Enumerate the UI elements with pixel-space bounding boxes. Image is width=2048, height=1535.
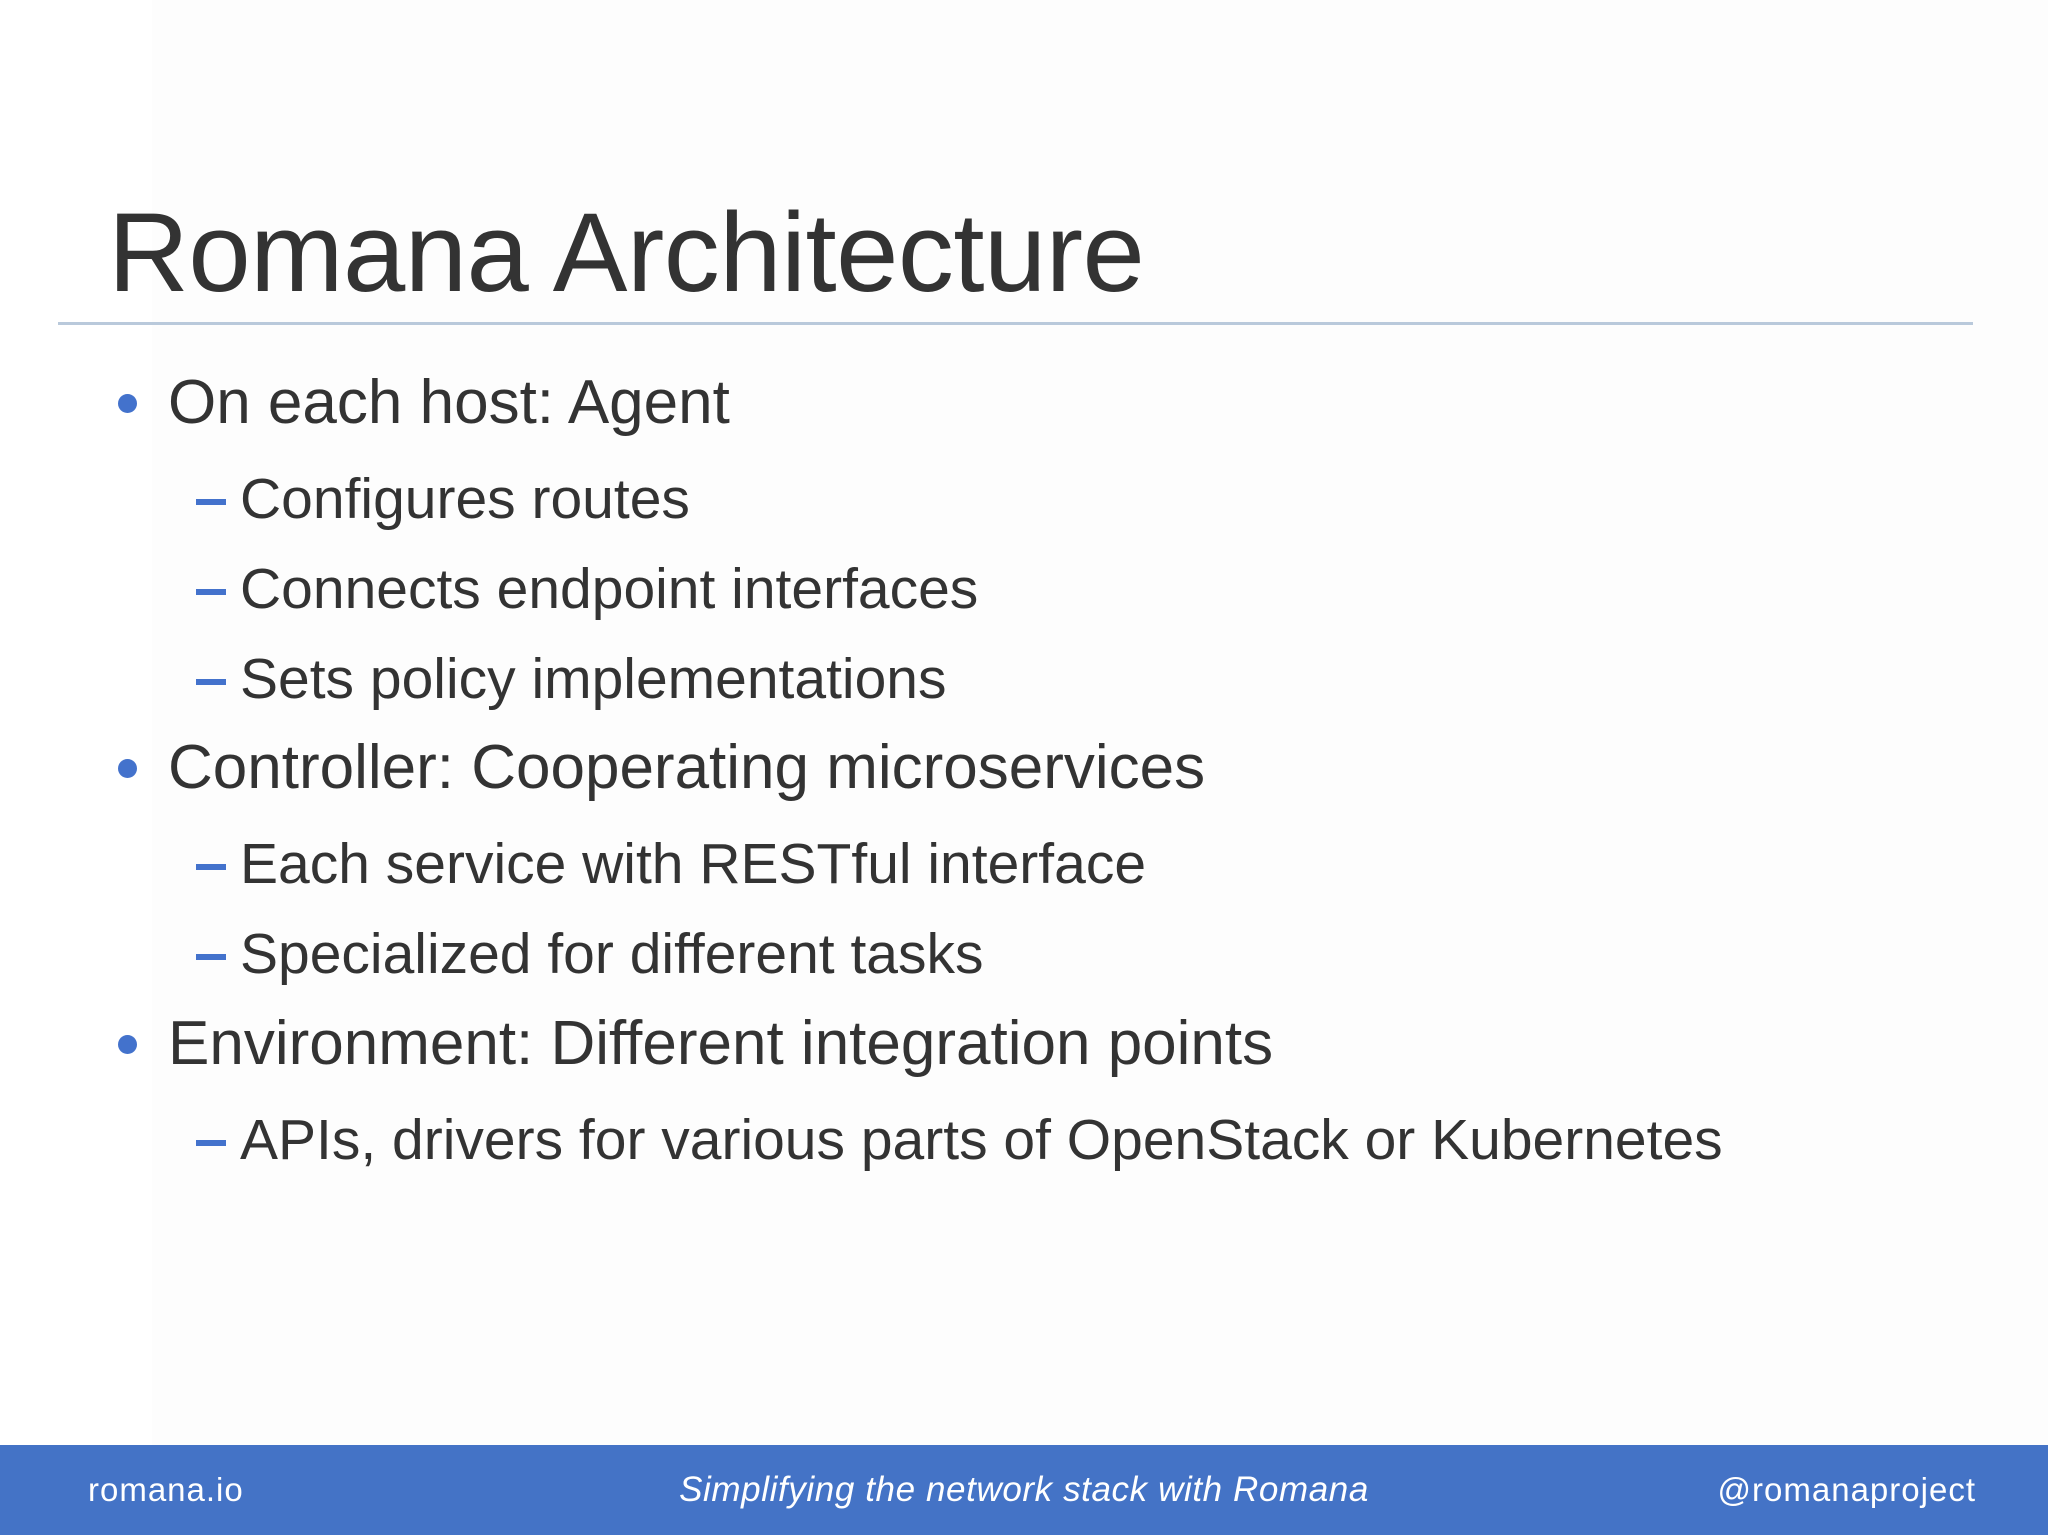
list-item: Environment: Different integration point…: [0, 1013, 2048, 1075]
dash-bullet-icon: [196, 1140, 226, 1147]
dash-bullet-icon: [196, 678, 226, 685]
list-item: APIs, drivers for various parts of OpenS…: [0, 1108, 2048, 1173]
footer-twitter-handle[interactable]: @romanaproject: [1717, 1471, 1976, 1508]
dash-bullet-icon: [196, 954, 226, 961]
background-panel: [0, 0, 152, 1445]
list-item-label: Each service with RESTful interface: [240, 832, 1147, 897]
list-item-label: Environment: Different integration point…: [168, 1009, 1274, 1079]
list-item: Each service with RESTful interface: [0, 833, 2048, 897]
list-item: On each host: Agent: [0, 372, 2048, 434]
list-item-label: Specialized for different tasks: [240, 922, 984, 987]
list-item-label: Controller: Cooperating microservices: [168, 733, 1206, 803]
disc-bullet-icon: [118, 759, 137, 779]
title-divider: [58, 322, 1973, 325]
list-item-label: Configures routes: [240, 467, 690, 531]
dash-bullet-icon: [196, 499, 226, 505]
list-item: Specialized for different tasks: [0, 922, 2048, 987]
dash-bullet-icon: [196, 588, 226, 595]
footer-tagline: Simplifying the network stack with Roman…: [679, 1470, 1369, 1509]
page-title: Romana Architecture: [108, 190, 1145, 316]
bullet-list: On each host: Agent Configures routes Co…: [0, 372, 2048, 1199]
list-item: Sets policy implementations: [0, 646, 2048, 712]
list-item-label: On each host: Agent: [168, 368, 730, 437]
list-item: Connects endpoint interfaces: [0, 556, 2048, 622]
dash-bullet-icon: [196, 864, 226, 871]
footer-website-link[interactable]: romana.io: [88, 1471, 244, 1508]
list-item: Configures routes: [0, 467, 2048, 532]
slide-footer: romana.io Simplifying the network stack …: [0, 1445, 2048, 1535]
disc-bullet-icon: [118, 1035, 137, 1055]
disc-bullet-icon: [118, 394, 137, 413]
list-item-label: Sets policy implementations: [240, 646, 947, 711]
list-item: Controller: Cooperating microservices: [0, 737, 2048, 799]
list-item-label: Connects endpoint interfaces: [240, 556, 979, 621]
list-item-label: APIs, drivers for various parts of OpenS…: [240, 1108, 1723, 1173]
